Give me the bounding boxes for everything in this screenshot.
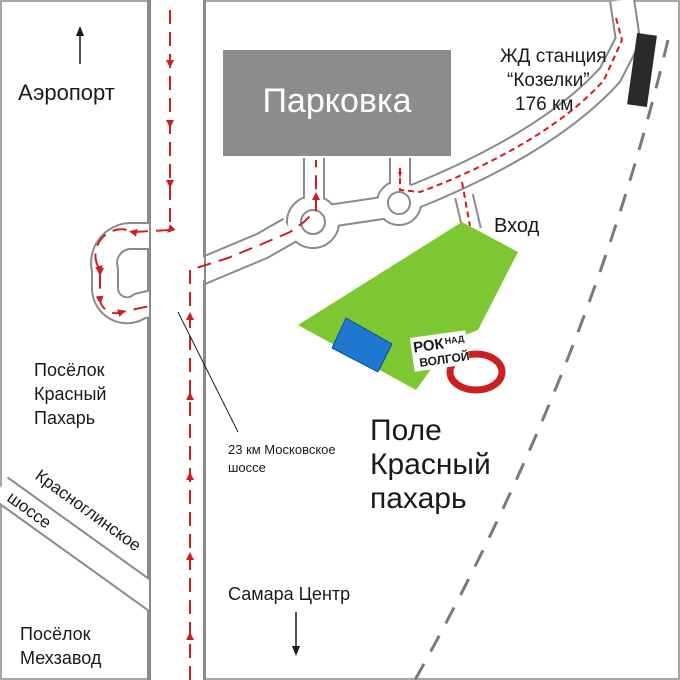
village-kp-line2: Красный <box>34 384 106 404</box>
stage-area <box>331 317 393 373</box>
samara-center-label: Самара Центр <box>228 584 350 604</box>
parking-area <box>223 50 451 156</box>
field-label-line2: Красный <box>370 448 491 481</box>
south-arrow-icon <box>292 612 300 656</box>
rock-nad-volgoi-logo: РОК НАД ВОЛГОЙ <box>409 330 506 394</box>
field-label-line3: пахарь <box>370 482 467 515</box>
highway-leader-line <box>177 311 239 433</box>
railway-station-platform <box>627 32 657 108</box>
station-label-line3: 176 км <box>515 94 573 115</box>
logo-text-volgoi: ВОЛГОЙ <box>418 348 470 370</box>
village-kp-line3: Пахарь <box>34 408 95 428</box>
station-label-line1: ЖД станция <box>500 46 607 67</box>
highway-label-line1: 23 км Московское <box>228 442 336 457</box>
parking-label: Парковка <box>262 82 411 120</box>
route-from-station <box>399 17 624 194</box>
highway-label-line2: шоссе <box>228 460 266 475</box>
station-label-line2: “Козелки” <box>507 70 590 91</box>
route-from-airport <box>94 10 176 318</box>
field-label-line1: Поле <box>370 414 442 447</box>
village-mz-line2: Мехзавод <box>20 648 102 668</box>
logo-text-rok: РОК <box>412 335 446 356</box>
north-arrow-icon <box>76 26 84 64</box>
logo-text-nad: НАД <box>444 333 466 346</box>
village-kp-line1: Посёлок <box>34 360 105 380</box>
route-to-entrance <box>461 181 471 227</box>
village-mz-line1: Посёлок <box>20 624 91 644</box>
entrance-label: Вход <box>494 215 540 237</box>
railway-line <box>413 39 670 680</box>
airport-label: Аэропорт <box>18 80 115 105</box>
